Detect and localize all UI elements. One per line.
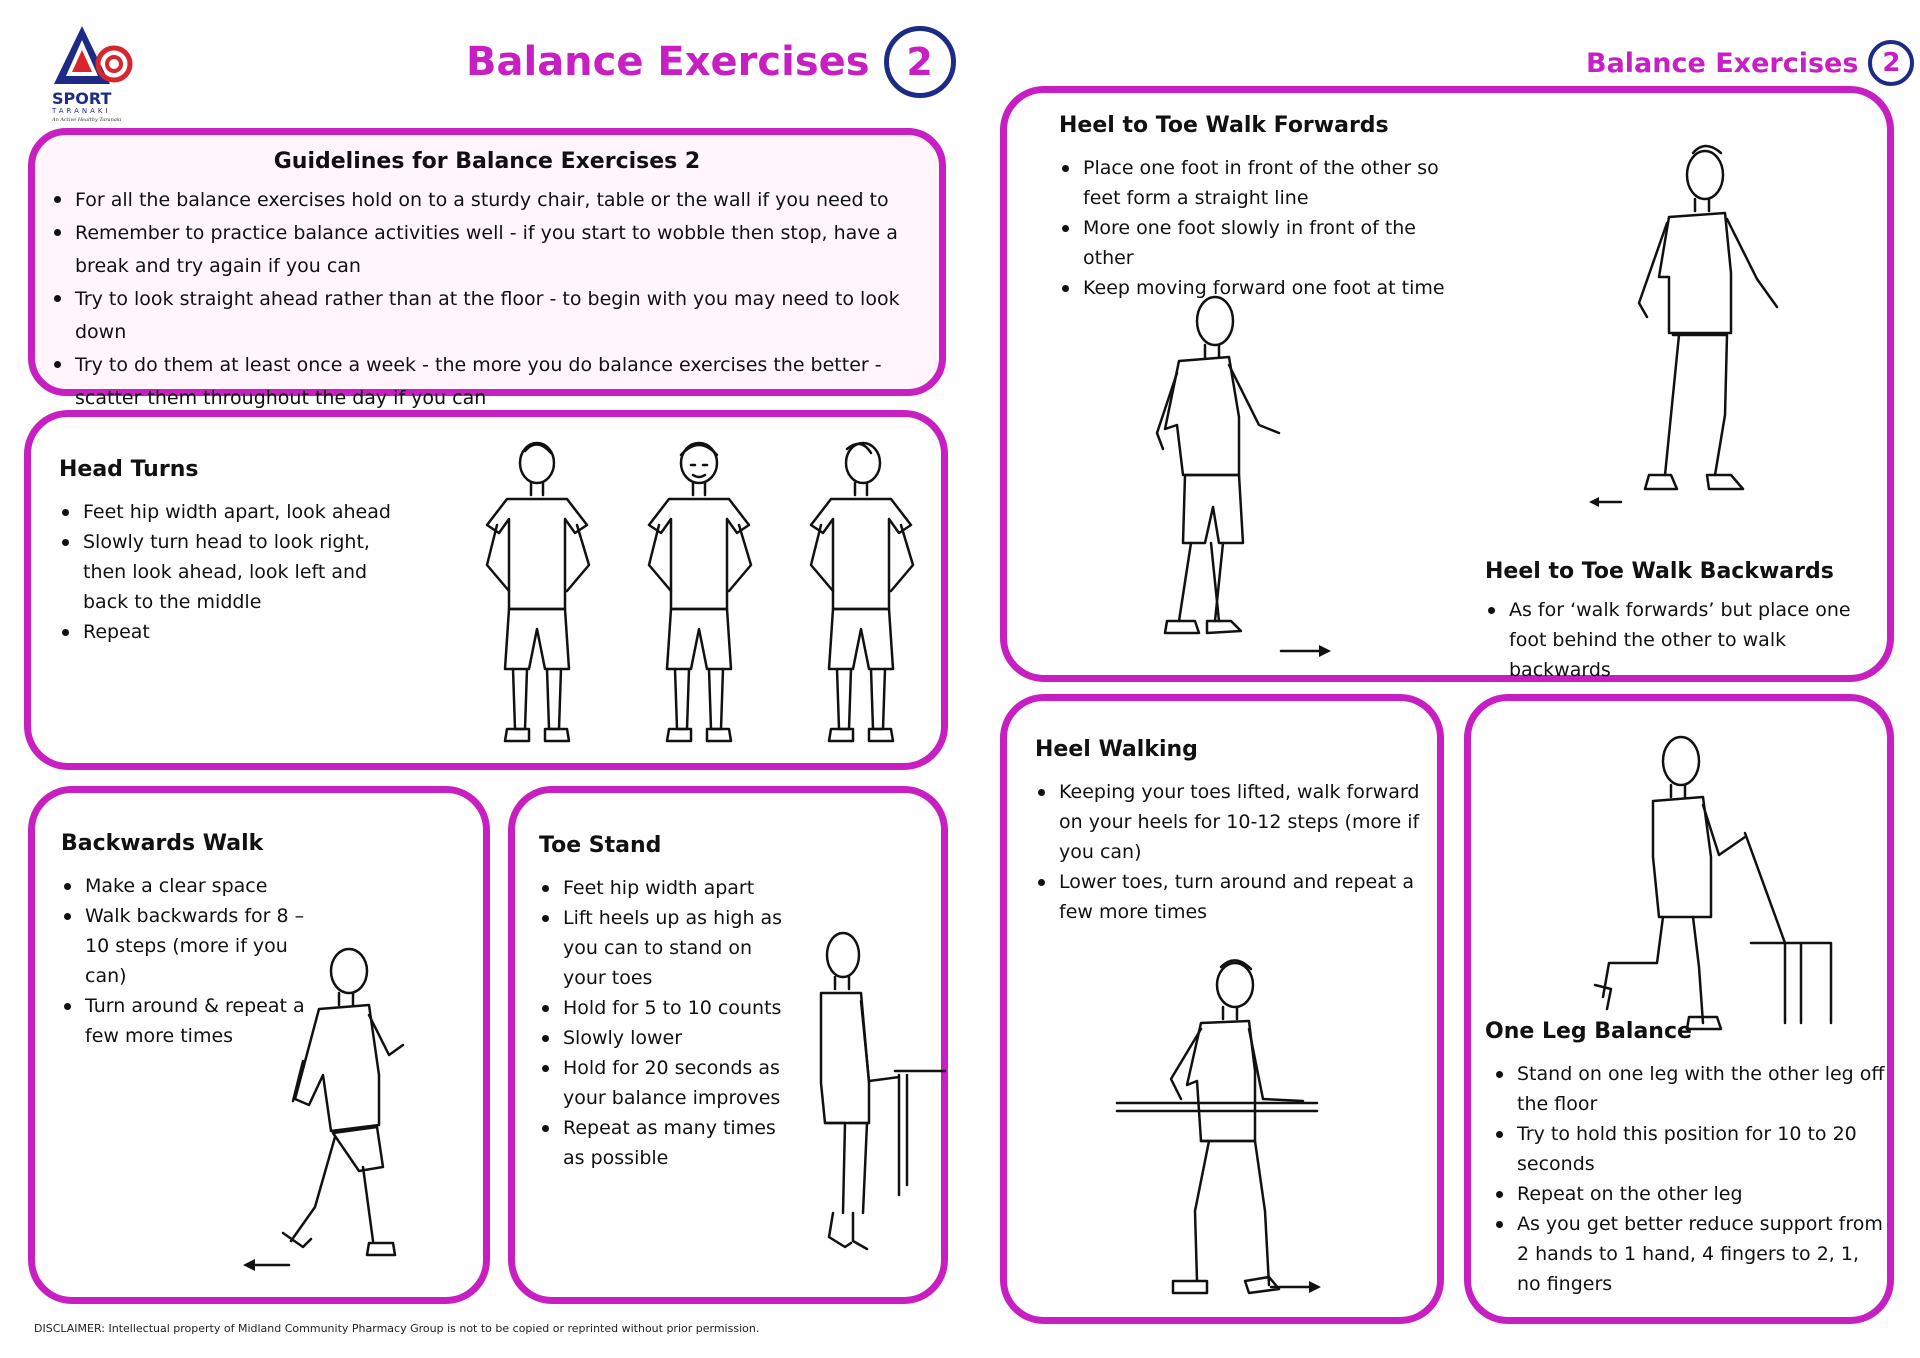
- toe-stand-figure: [819, 931, 947, 1251]
- head-turns-item: Feet hip width apart, look ahead: [59, 497, 399, 527]
- right-page-number: 2: [1882, 48, 1901, 78]
- heel-to-toe-forwards-item: Place one foot in front of the other so …: [1059, 153, 1469, 213]
- heel-to-toe-forwards-list: Place one foot in front of the other so …: [1059, 153, 1469, 303]
- right-page-title-text: Balance Exercises: [1586, 47, 1859, 79]
- guideline-item: Remember to practice balance activities …: [51, 217, 927, 283]
- toe-stand-card: Toe Stand Feet hip width apart Lift heel…: [508, 786, 948, 1304]
- head-turns-item: Slowly turn head to look right, then loo…: [59, 527, 399, 617]
- backwards-walk-card: Backwards Walk Make a clear space Walk b…: [28, 786, 490, 1304]
- one-leg-balance-item: As you get better reduce support from 2 …: [1493, 1209, 1885, 1299]
- right-page-number-badge: 2: [1868, 40, 1915, 86]
- one-leg-balance-list: Stand on one leg with the other leg off …: [1493, 1059, 1885, 1299]
- sport-taranaki-logo: SPORT TARANAKI An Active Healthy Taranak…: [52, 26, 142, 123]
- one-leg-balance-heading: One Leg Balance: [1485, 1019, 1692, 1044]
- toe-stand-list: Feet hip width apart Lift heels up as hi…: [539, 873, 789, 1173]
- heel-to-toe-backwards-arrow-icon: [1589, 497, 1623, 507]
- heel-to-toe-card: Heel to Toe Walk Forwards Place one foot…: [1000, 86, 1894, 682]
- page-number: 2: [906, 40, 933, 84]
- right-page-title: Balance Exercises 2: [1586, 40, 1915, 86]
- guideline-item: Try to do them at least once a week - th…: [51, 349, 927, 415]
- heel-to-toe-forwards-item: More one foot slowly in front of the oth…: [1059, 213, 1469, 273]
- backwards-walk-item: Make a clear space: [61, 871, 331, 901]
- toe-stand-item: Hold for 5 to 10 counts: [539, 993, 789, 1023]
- heel-to-toe-backwards-list: As for ‘walk forwards’ but place one foo…: [1485, 595, 1881, 685]
- page-title-text: Balance Exercises: [466, 39, 870, 85]
- one-leg-balance-figure: [1593, 735, 1833, 1031]
- head-turns-item: Repeat: [59, 617, 399, 647]
- toe-stand-item: Lift heels up as high as you can to stan…: [539, 903, 789, 993]
- backwards-walk-item: Walk backwards for 8 – 10 steps (more if…: [61, 901, 331, 991]
- guideline-item: Try to look straight ahead rather than a…: [51, 283, 927, 349]
- heel-walking-arrow-icon: [1269, 1281, 1321, 1293]
- guidelines-heading: Guidelines for Balance Exercises 2: [273, 149, 701, 174]
- head-turns-list: Feet hip width apart, look ahead Slowly …: [59, 497, 399, 647]
- backwards-arrow-icon: [243, 1259, 291, 1271]
- heel-to-toe-backwards-item: As for ‘walk forwards’ but place one foo…: [1485, 595, 1881, 685]
- heel-to-toe-forwards-arrow-icon: [1279, 645, 1331, 657]
- backwards-walk-figure: [281, 947, 405, 1257]
- head-turns-card: Head Turns Feet hip width apart, look ah…: [24, 410, 948, 770]
- toe-stand-item: Repeat as many times as possible: [539, 1113, 789, 1173]
- heel-walking-card: Heel Walking Keeping your toes lifted, w…: [1000, 694, 1444, 1324]
- heel-to-toe-backwards-heading: Heel to Toe Walk Backwards: [1485, 559, 1834, 584]
- heel-walking-figure: [1115, 959, 1319, 1295]
- heel-to-toe-forwards-figure: [1155, 295, 1281, 635]
- logo-mountain-icon: [54, 26, 133, 84]
- one-leg-balance-card: One Leg Balance Stand on one leg with th…: [1464, 694, 1894, 1324]
- backwards-walk-item: Turn around & repeat a few more times: [61, 991, 331, 1051]
- heel-to-toe-forwards-heading: Heel to Toe Walk Forwards: [1059, 113, 1389, 138]
- logo-brand-line2: TARANAKI: [52, 107, 111, 115]
- heel-walking-list: Keeping your toes lifted, walk forward o…: [1035, 777, 1425, 927]
- heel-walking-item: Keeping your toes lifted, walk forward o…: [1035, 777, 1425, 867]
- backwards-walk-heading: Backwards Walk: [61, 831, 264, 856]
- one-leg-balance-item: Stand on one leg with the other leg off …: [1493, 1059, 1885, 1119]
- head-turns-heading: Head Turns: [59, 457, 199, 482]
- page-title: Balance Exercises 2: [466, 26, 956, 98]
- page-number-badge: 2: [883, 26, 956, 98]
- logo-tagline: An Active Healthy Taranaki: [52, 117, 122, 123]
- backwards-walk-list: Make a clear space Walk backwards for 8 …: [61, 871, 331, 1051]
- heel-to-toe-backwards-figure: [1637, 144, 1779, 491]
- disclaimer: DISCLAIMER: Intellectual property of Mid…: [34, 1322, 760, 1335]
- one-leg-balance-item: Repeat on the other leg: [1493, 1179, 1885, 1209]
- guidelines-list: For all the balance exercises hold on to…: [51, 184, 927, 415]
- heel-walking-item: Lower toes, turn around and repeat a few…: [1035, 867, 1425, 927]
- toe-stand-item: Slowly lower: [539, 1023, 789, 1053]
- toe-stand-heading: Toe Stand: [539, 833, 662, 858]
- head-turns-figure-center: [647, 441, 753, 743]
- toe-stand-item: Hold for 20 seconds as your balance impr…: [539, 1053, 789, 1113]
- head-turns-figure-left: [485, 441, 591, 743]
- heel-walking-heading: Heel Walking: [1035, 737, 1198, 762]
- one-leg-balance-item: Try to hold this position for 10 to 20 s…: [1493, 1119, 1885, 1179]
- heel-to-toe-forwards-item: Keep moving forward one foot at time: [1059, 273, 1469, 303]
- guidelines-card: Guidelines for Balance Exercises 2 For a…: [28, 128, 946, 409]
- head-turns-figure-right: [809, 441, 915, 743]
- logo-brand-line1: SPORT: [52, 89, 112, 108]
- guideline-item: For all the balance exercises hold on to…: [51, 184, 927, 217]
- toe-stand-item: Feet hip width apart: [539, 873, 789, 903]
